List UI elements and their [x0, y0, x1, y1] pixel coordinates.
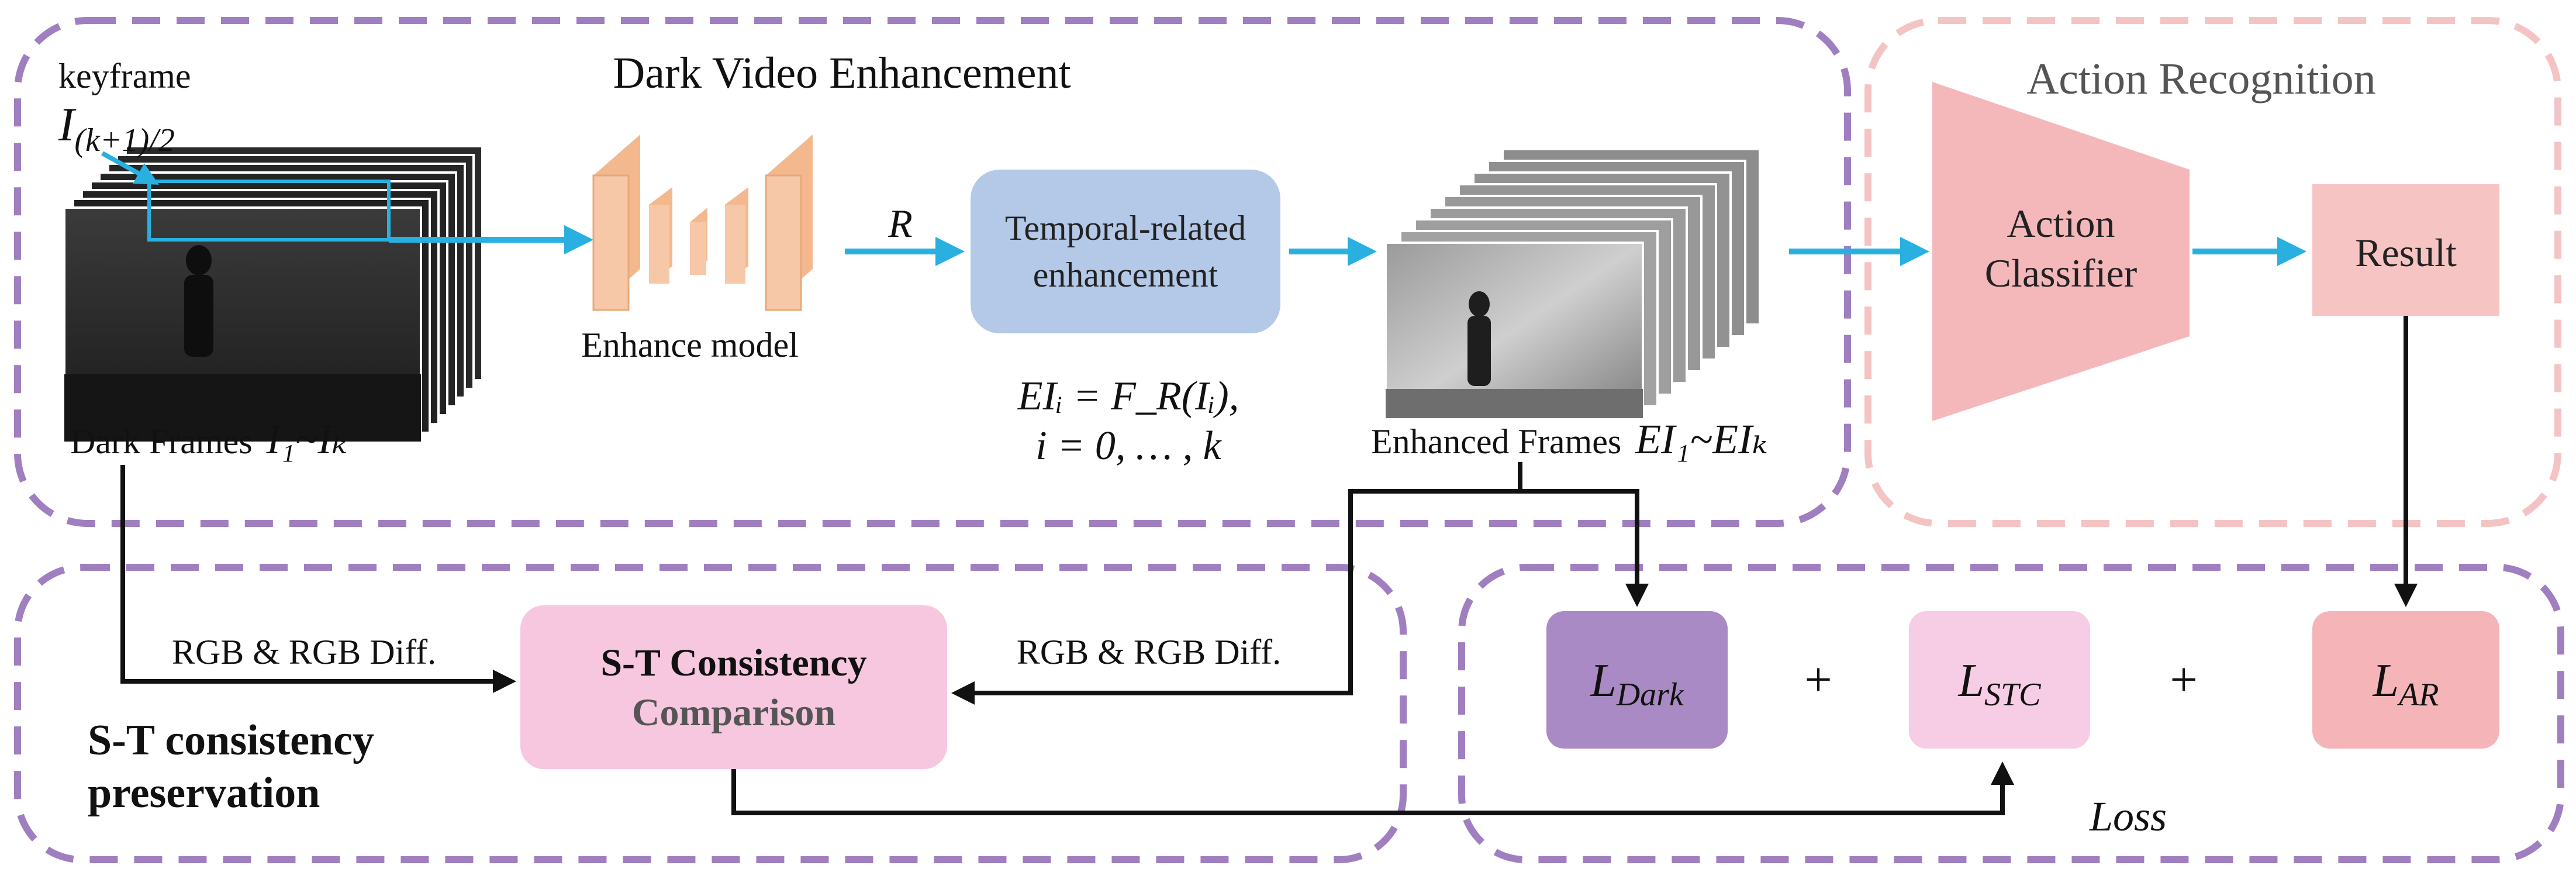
loss-border	[1458, 564, 2564, 863]
keyframe-pointer-arrow	[101, 151, 159, 185]
enhanced-to-loss-dark-line	[1520, 489, 1649, 607]
dark-frames-stack	[63, 145, 484, 443]
st-consistency-title-line1: S-T consistency	[88, 716, 374, 764]
loss-plus-1: +	[1804, 653, 1832, 707]
result-box	[2312, 184, 2499, 316]
loss-stc-box	[1909, 611, 2090, 749]
loss-ar-box	[2312, 611, 2499, 749]
keyframe-label: keyframe	[58, 57, 191, 95]
temporal-line1: Temporal-related	[1005, 209, 1246, 247]
dark-video-enhancement-border	[14, 17, 1851, 527]
dark-frames-to-comparison-line	[120, 465, 516, 693]
loss-ar-label: LAR	[2373, 655, 2439, 713]
enhance-model-icon	[592, 135, 813, 311]
action-classifier-shape	[1932, 82, 2190, 421]
enhanced-to-comparison-line	[951, 462, 1522, 705]
st-right-input-label: RGB & RGB Diff.	[1017, 633, 1281, 671]
st-comparison-box	[520, 605, 947, 769]
dark-video-enhancement-title: Dark Video Enhancement	[613, 49, 1071, 98]
loss-label: Loss	[2089, 793, 2167, 840]
keyframe-highlight	[147, 180, 391, 242]
st-comparison-line1: S-T Consistency	[600, 642, 866, 684]
result-label: Result	[2355, 230, 2457, 275]
temporal-formula-line2: i = 0, … , k	[1035, 423, 1222, 468]
enhance-model-label: Enhance model	[581, 326, 799, 364]
comparison-to-loss-stc-line	[731, 761, 2014, 815]
keyframe-symbol: I(k+1)/2	[58, 98, 175, 158]
action-recognition-border	[1864, 17, 2561, 527]
st-consistency-border	[14, 564, 1407, 863]
loss-stc-label: LSTC	[1958, 655, 2042, 713]
st-comparison-line2: Comparison	[632, 691, 835, 734]
loss-plus-2: +	[2170, 653, 2197, 707]
classifier-line2: Classifier	[1985, 251, 2138, 295]
temporal-formula-line1: EIᵢ = F_R(Iᵢ),	[1017, 374, 1239, 419]
loss-dark-label: LDark	[1590, 655, 1684, 713]
st-consistency-title-line2: preservation	[88, 769, 320, 817]
enhance-output-symbol: R	[888, 201, 913, 246]
action-recognition-title: Action Recognition	[2026, 54, 2375, 104]
st-left-input-label: RGB & RGB Diff.	[172, 633, 436, 671]
temporal-enhancement-box	[971, 170, 1280, 333]
enhanced-frames-stack	[1384, 148, 1761, 419]
temporal-line2: enhancement	[1033, 256, 1218, 294]
classifier-line1: Action	[2007, 201, 2115, 246]
loss-dark-box	[1546, 611, 1728, 749]
